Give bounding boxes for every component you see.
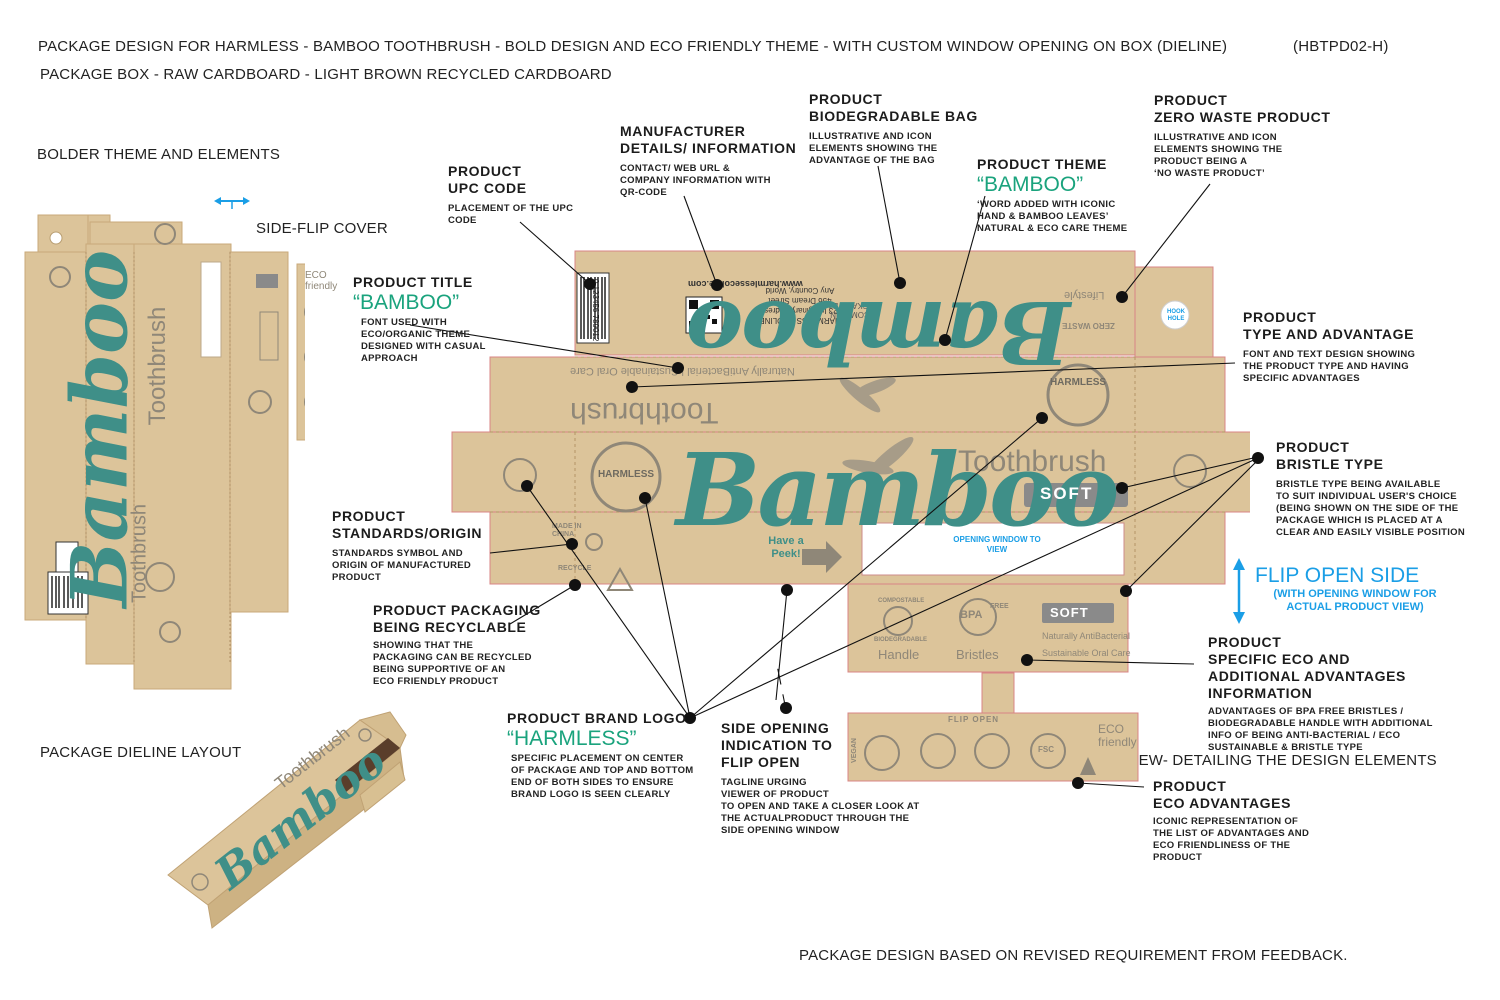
callout-flip-title: FLIP OPEN SIDE	[1255, 564, 1420, 587]
callout-standards-body: STANDARDS SYMBOL AND ORIGIN OF MANUFACTU…	[332, 548, 472, 583]
callout-brand-logo-title: PRODUCT BRAND LOGO	[507, 710, 687, 726]
callout-product-title: PRODUCT TITLE “BAMBOO” FONT USED WITH EC…	[353, 274, 533, 365]
callout-theme-body: ‘WORD ADDED WITH ICONIC HAND & BAMBOO LE…	[977, 199, 1128, 234]
callout-brand-logo-word: “HARMLESS”	[507, 727, 637, 750]
front-harmless-badge: HARMLESS	[596, 469, 656, 480]
design-code: (HBTPD02-H)	[1293, 38, 1389, 55]
side-flip-cover-label: SIDE-FLIP COVER	[256, 220, 388, 237]
callout-eco-adv: PRODUCT ECO ADVANTAGES ICONIC REPRESENTA…	[1153, 778, 1353, 864]
callout-eco-adv-title: PRODUCT ECO ADVANTAGES	[1153, 778, 1292, 811]
flap-biodegradable: BIODEGRADABLE	[874, 637, 928, 643]
callout-side-opening-body: TAGLINE URGING VIEWER OF PRODUCT TO OPEN…	[721, 777, 920, 836]
flap-bristles: Bristles	[956, 647, 999, 662]
page-subtitle: PACKAGE BOX - RAW CARDBOARD - LIGHT BROW…	[40, 66, 612, 83]
flap-free: FREE	[990, 603, 1009, 610]
callout-side-opening: SIDE OPENING INDICATION TO FLIP OPEN TAG…	[721, 720, 951, 837]
callout-type-body: FONT AND TEXT DESIGN SHOWING THE PRODUCT…	[1243, 349, 1416, 384]
footer-note: PACKAGE DESIGN BASED ON REVISED REQUIREM…	[799, 947, 1348, 964]
callout-theme-word: “BAMBOO”	[977, 173, 1084, 196]
eco-friendly-text: ECO friendly	[1098, 722, 1137, 749]
have-a-peek: Have a Peek!	[768, 535, 804, 560]
made-in-text: MADE IN CHINA	[552, 523, 582, 538]
callout-upc-body: PLACEMENT OF THE UPC CODE	[448, 203, 574, 226]
callout-upc: PRODUCT UPC CODE PLACEMENT OF THE UPC CO…	[448, 163, 608, 227]
callout-upc-title: PRODUCT UPC CODE	[448, 163, 527, 196]
callout-bag-title: PRODUCT BIODEGRADABLE BAG	[809, 91, 978, 124]
callout-eco-adv-body: ICONIC REPRESENTATION OF THE LIST OF ADV…	[1153, 816, 1310, 863]
callout-standards: PRODUCT STANDARDS/ORIGIN STANDARDS SYMBO…	[332, 508, 492, 584]
opening-window-text: OPENING WINDOW TO VIEW	[953, 535, 1041, 554]
callout-specific-body: ADVANTAGES OF BPA FREE BRISTLES / BIODEG…	[1208, 706, 1433, 753]
callout-bristle-title: PRODUCT BRISTLE TYPE	[1276, 439, 1384, 472]
eco-fsc: FSC	[1038, 745, 1054, 754]
dieline-layout-label: PACKAGE DIELINE LAYOUT	[40, 744, 242, 761]
recycle-text: RECYCLE	[558, 565, 592, 572]
callout-manufacturer-title: MANUFACTURER DETAILS/ INFORMATION	[620, 123, 797, 156]
callout-flip-body: (WITH OPENING WINDOW FOR ACTUAL PRODUCT …	[1273, 588, 1437, 613]
callout-side-opening-title: SIDE OPENING INDICATION TO FLIP OPEN	[721, 720, 833, 770]
callout-bristle-body: BRISTLE TYPE BEING AVAILABLE TO SUIT IND…	[1276, 479, 1466, 538]
callout-standards-title: PRODUCT STANDARDS/ORIGIN	[332, 508, 483, 541]
flip-open-text: FLIP OPEN	[948, 715, 1000, 724]
bolder-theme-label: BOLDER THEME AND ELEMENTS	[37, 146, 281, 163]
front-bamboo-word: Bamboo	[676, 431, 1119, 549]
top-harmless-badge: HARMLESS	[1049, 377, 1107, 388]
small-dieline: Bamboo Toothbrush Toothbrush ECO friendl…	[20, 189, 356, 696]
flap-compostable: COMPOSTABLE	[878, 598, 925, 604]
side-flip-arrow	[214, 193, 250, 214]
callout-bag-body: ILLUSTRATIVE AND ICON ELEMENTS SHOWING T…	[809, 131, 938, 166]
callout-type-title: PRODUCT TYPE AND ADVANTAGE	[1243, 309, 1415, 342]
callout-theme-title: PRODUCT THEME	[977, 156, 1107, 172]
box-3d-render: Bamboo Toothbrush	[160, 700, 420, 930]
callout-recyclable: PRODUCT PACKAGING BEING RECYCLABLE SHOWI…	[373, 602, 573, 688]
callout-manufacturer: MANUFACTURER DETAILS/ INFORMATION CONTAC…	[620, 123, 820, 199]
callout-product-title-word: “BAMBOO”	[353, 291, 460, 314]
front-soft-label: SOFT	[1040, 484, 1094, 503]
flap-naturally: Naturally AntiBacterial	[1042, 631, 1131, 641]
flap-bpa: BPA	[960, 609, 983, 621]
callout-product-title-title: PRODUCT TITLE	[353, 274, 473, 290]
callout-specific-title: PRODUCT SPECIFIC ECO AND ADDITIONAL ADVA…	[1208, 634, 1406, 701]
front-toothbrush-text: Toothbrush	[958, 445, 1107, 478]
callout-bag: PRODUCT BIODEGRADABLE BAG ILLUSTRATIVE A…	[809, 91, 979, 167]
callout-recyclable-title: PRODUCT PACKAGING BEING RECYCLABLE	[373, 602, 541, 635]
small-dieline-art	[24, 189, 356, 690]
page-title: PACKAGE DESIGN FOR HARMLESS - BAMBOO TOO…	[38, 38, 1228, 55]
callout-specific: PRODUCT SPECIFIC ECO AND ADDITIONAL ADVA…	[1208, 634, 1468, 754]
callout-zero-waste-body: ILLUSTRATIVE AND ICON ELEMENTS SHOWING T…	[1154, 132, 1283, 179]
flap-soft-label: SOFT	[1050, 605, 1089, 620]
callout-manufacturer-body: CONTACT/ WEB URL & COMPANY INFORMATION W…	[620, 163, 771, 198]
callout-flip: FLIP OPEN SIDE (WITH OPENING WINDOW FOR …	[1255, 564, 1455, 614]
callout-theme: PRODUCT THEME “BAMBOO” ‘WORD ADDED WITH …	[977, 156, 1177, 235]
overview-label: VIEW- DETAILING THE DESIGN ELEMENTS	[1124, 752, 1437, 769]
callout-type: PRODUCT TYPE AND ADVANTAGE FONT AND TEXT…	[1243, 309, 1463, 385]
callout-product-title-body: FONT USED WITH ECO/ORGANIC THEME DESIGNE…	[361, 317, 486, 364]
callout-brand-logo-body: SPECIFIC PLACEMENT ON CENTER OF PACKAGE …	[511, 753, 694, 800]
hook-hole-text: HOOK HOLE	[1167, 309, 1185, 322]
callout-recyclable-body: SHOWING THAT THE PACKAGING CAN BE RECYCL…	[373, 640, 532, 687]
callout-bristle: PRODUCT BRISTLE TYPE BRISTLE TYPE BEING …	[1276, 439, 1491, 539]
callout-brand-logo: PRODUCT BRAND LOGO “HARMLESS” SPECIFIC P…	[507, 710, 707, 801]
callout-zero-waste: PRODUCT ZERO WASTE PRODUCT ILLUSTRATIVE …	[1154, 92, 1344, 180]
callout-zero-waste-title: PRODUCT ZERO WASTE PRODUCT	[1154, 92, 1331, 125]
small-eco-text: ECO friendly	[305, 270, 338, 292]
flap-sustainable: Sustainable Oral Care	[1042, 648, 1131, 658]
flap-handle: Handle	[878, 647, 920, 662]
